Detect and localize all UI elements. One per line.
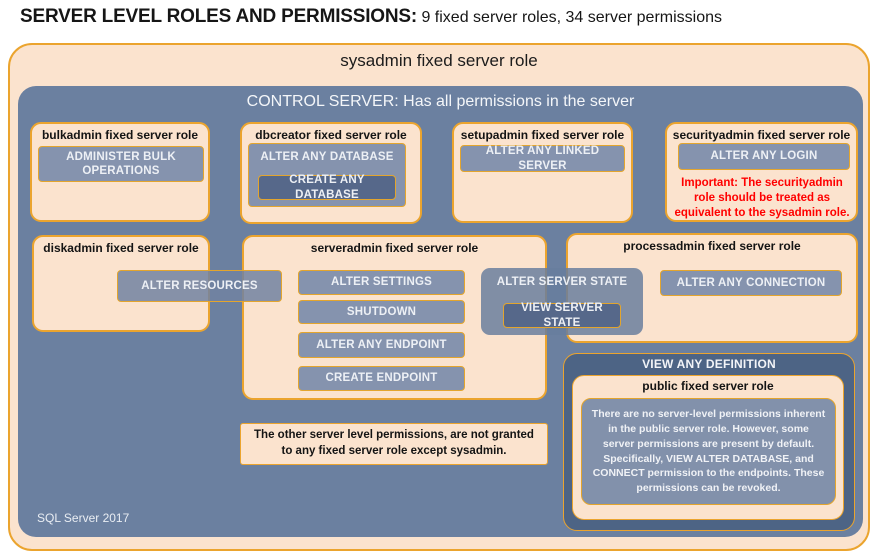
other-permissions-footnote: The other server level permissions, are … (240, 423, 548, 465)
permission-shutdown: SHUTDOWN (298, 300, 465, 324)
sysadmin-role-title: sysadmin fixed server role (340, 51, 538, 70)
sql-server-version-label: SQL Server 2017 (37, 511, 130, 525)
permission-alter-server-state-label: ALTER SERVER STATE (496, 276, 628, 288)
permission-administer-bulk-operations: ADMINISTER BULK OPERATIONS (38, 146, 204, 182)
permission-alter-resources: ALTER RESOURCES (117, 270, 282, 302)
bulkadmin-role-title: bulkadmin fixed server role (41, 128, 199, 142)
permission-alter-any-connection: ALTER ANY CONNECTION (660, 270, 842, 296)
securityadmin-role-box: securityadmin fixed server role (665, 122, 858, 222)
securityadmin-warning-note: Important: The securityadmin role should… (674, 177, 850, 219)
setupadmin-role-box: setupadmin fixed server role (452, 122, 633, 223)
permission-view-any-definition: VIEW ANY DEFINITION (642, 357, 776, 371)
serveradmin-role-title: serveradmin fixed server role (310, 241, 479, 255)
permission-create-endpoint: CREATE ENDPOINT (298, 366, 465, 391)
securityadmin-role-title: securityadmin fixed server role (672, 128, 851, 142)
permission-alter-settings: ALTER SETTINGS (298, 270, 465, 295)
permission-create-any-database: CREATE ANY DATABASE (258, 174, 396, 201)
page-title-strong: SERVER LEVEL ROLES AND PERMISSIONS: (20, 6, 418, 27)
permission-alter-any-linked-server: ALTER ANY LINKED SERVER (460, 145, 625, 172)
public-role-description: There are no server-level permissions in… (581, 398, 836, 505)
page-title: SERVER LEVEL ROLES AND PERMISSIONS: 9 fi… (20, 6, 860, 28)
page-title-rest: 9 fixed server roles, 34 server permissi… (417, 9, 723, 26)
permission-alter-any-endpoint: ALTER ANY ENDPOINT (298, 332, 465, 358)
dbcreator-role-title: dbcreator fixed server role (255, 128, 407, 142)
setupadmin-role-title: setupadmin fixed server role (460, 128, 625, 142)
diskadmin-role-title: diskadmin fixed server role (43, 241, 199, 255)
processadmin-role-title: processadmin fixed server role (623, 239, 801, 253)
control-server-title: CONTROL SERVER: Has all permissions in t… (246, 93, 635, 110)
public-role-title: public fixed server role (642, 379, 774, 393)
permission-alter-any-login: ALTER ANY LOGIN (678, 143, 850, 170)
permission-view-server-state: VIEW SERVER STATE (503, 302, 621, 329)
